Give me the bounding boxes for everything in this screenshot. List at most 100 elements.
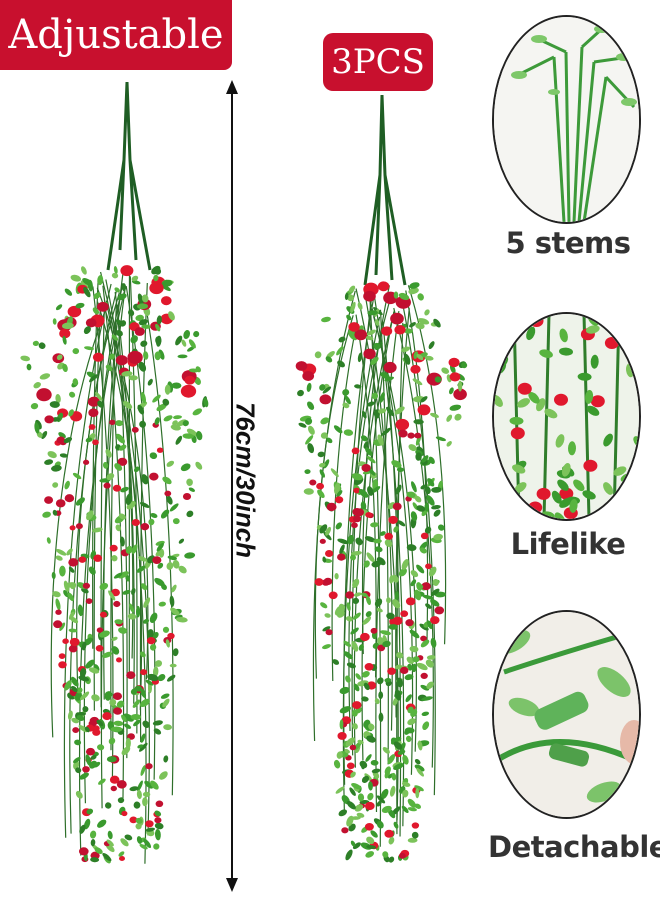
leaf: [404, 674, 414, 681]
leaf: [149, 452, 158, 460]
leaf: [582, 490, 596, 500]
flower-blossom: [295, 361, 308, 371]
flower-blossom: [113, 600, 121, 608]
flower-blossom: [370, 627, 378, 634]
flower-blossom: [115, 355, 128, 366]
leaf: [426, 495, 435, 506]
flower-blossom: [434, 606, 445, 615]
leaf: [554, 512, 566, 519]
leaf: [412, 378, 423, 386]
leaf: [431, 504, 441, 510]
leaf: [72, 378, 79, 386]
flower-blossom: [164, 490, 172, 497]
flower-blossom: [69, 637, 80, 647]
leaf: [360, 435, 368, 442]
leaf: [370, 830, 378, 838]
flower-blossom: [44, 496, 54, 504]
leaf: [128, 375, 138, 381]
leaf: [413, 419, 424, 425]
leaf: [412, 656, 420, 663]
leaf: [70, 685, 78, 693]
leaf: [175, 335, 183, 346]
leaf: [393, 821, 399, 829]
leaf: [406, 544, 417, 552]
leaf: [356, 812, 365, 818]
flower-blossom: [149, 472, 159, 481]
leaf: [178, 538, 185, 544]
leaf: [353, 592, 362, 597]
vine-stem: [369, 300, 414, 775]
plant-hanger-cord: [363, 94, 407, 286]
leaf: [357, 302, 363, 310]
leaf: [169, 663, 177, 668]
stems-closeup-image: [492, 15, 641, 224]
leaf: [148, 682, 152, 694]
leaf: [154, 822, 164, 830]
leaf: [393, 741, 403, 750]
flower-blossom: [364, 822, 374, 831]
leaf: [361, 592, 368, 598]
leaf: [71, 717, 80, 724]
hanging-plant-left: [20, 81, 209, 864]
flower-blossom: [316, 482, 325, 490]
leaf: [34, 422, 40, 434]
leaf: [153, 728, 162, 735]
vine-stem: [402, 304, 436, 796]
leaf: [139, 843, 148, 850]
leaf: [435, 436, 446, 442]
flower-blossom: [85, 598, 93, 604]
leaf: [320, 602, 328, 609]
leaf: [377, 636, 384, 646]
leaf: [366, 735, 376, 743]
leaf: [165, 639, 170, 648]
leaf: [42, 511, 51, 518]
leaf: [458, 380, 463, 392]
leaf: [85, 437, 93, 443]
leaf: [135, 314, 144, 322]
leaf: [449, 404, 462, 411]
leaf: [441, 367, 450, 374]
leaf: [160, 693, 170, 699]
leaf: [152, 720, 163, 726]
leaf: [125, 493, 133, 506]
leaf: [84, 726, 90, 733]
leaf: [154, 351, 161, 361]
leaf: [335, 522, 343, 530]
leaf: [361, 671, 370, 678]
leaf: [334, 573, 339, 580]
leaf: [114, 619, 123, 625]
leaf: [92, 527, 103, 533]
leaf: [20, 355, 31, 362]
leaf: [102, 462, 109, 469]
leaf: [366, 595, 371, 606]
leaf: [402, 789, 409, 798]
leaf: [344, 395, 351, 405]
leaf: [354, 384, 362, 389]
leaf: [68, 566, 75, 573]
vine-stem: [139, 282, 148, 743]
leaf: [433, 533, 443, 541]
leaf: [416, 582, 424, 589]
leaf: [319, 524, 328, 534]
leaf: [431, 486, 442, 493]
leaf: [585, 389, 594, 404]
leaf: [141, 474, 149, 485]
leaf: [528, 392, 540, 404]
leaf: [78, 725, 88, 733]
leaf: [143, 838, 152, 849]
leaf: [85, 659, 95, 669]
flower-blossom: [337, 731, 347, 740]
leaf: [93, 292, 101, 299]
flower-blossom: [68, 558, 79, 567]
flower-blossom: [53, 620, 63, 629]
flower-blossom: [510, 427, 525, 440]
leaf: [343, 429, 354, 436]
leaf: [164, 384, 171, 395]
leaf: [373, 538, 382, 544]
leaf: [138, 556, 148, 562]
leaf: [166, 460, 175, 467]
flower-blossom: [425, 563, 432, 570]
leaf: [70, 274, 82, 282]
leaf: [345, 737, 356, 747]
leaf: [68, 409, 74, 417]
